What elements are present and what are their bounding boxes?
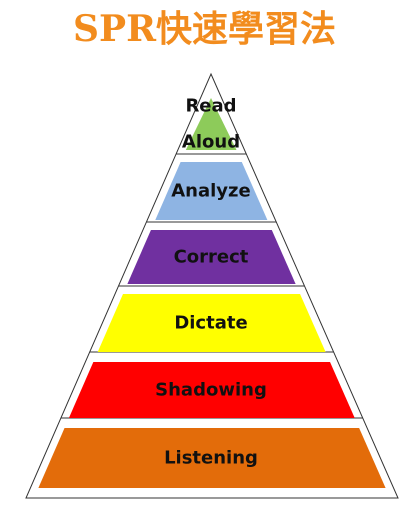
pyramid-tiers [38,98,386,488]
pyramid-tier-1 [185,98,237,150]
pyramid-labels: ReadAloudAnalyzeCorrectDictateShadowingL… [155,96,267,469]
pyramid-tier-6-label: Listening [164,448,258,469]
pyramid-tier-3-label: Correct [174,247,249,268]
pyramid-tier-6 [38,428,386,488]
pyramid-tier-4 [97,294,326,352]
pyramid-tier-1-label-line-1: Read [185,96,236,117]
pyramid-tier-5-label: Shadowing [155,380,267,401]
pyramid-tier-1-label-line-2: Aloud [182,132,240,153]
pyramid-tier-3 [127,230,296,284]
pyramid-tier-2-label: Analyze [171,181,250,202]
pyramid-tier-4-label: Dictate [174,313,247,334]
pyramid-tier-5 [68,362,355,418]
page-title: SPR快速學習法 [73,8,336,50]
pyramid-tier-2 [155,162,268,220]
